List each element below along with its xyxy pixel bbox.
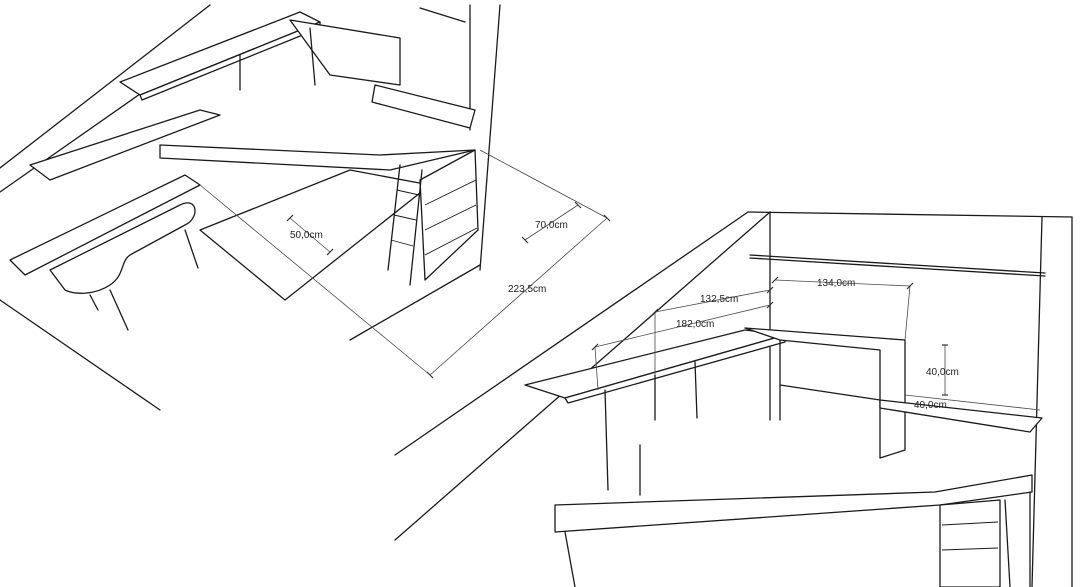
dim-line-50 — [289, 217, 331, 253]
left-floor-line-2 — [349, 264, 481, 341]
left-desk-leg-1 — [109, 289, 129, 331]
left-ladder-rail-1 — [387, 164, 401, 271]
left-mid-shelf — [29, 109, 221, 181]
right-cabinet-shelf — [779, 384, 881, 401]
dim-tick-134b — [906, 282, 914, 290]
dim-tick-134a — [771, 276, 779, 284]
left-drawer-unit — [419, 149, 479, 281]
dim-label-70: 70,0cm — [535, 220, 568, 231]
dim-line-134 — [774, 279, 911, 287]
dim-line-40d — [904, 394, 1041, 411]
right-ladder-rail — [1004, 499, 1011, 587]
right-view: 132,5cm 134,0cm 182,0cm 40,0cm 40,0cm — [394, 211, 1073, 587]
left-side-shelf — [371, 84, 476, 129]
left-ladder-rung-1 — [396, 189, 420, 196]
left-desk-leg-2 — [89, 294, 99, 311]
left-desk-leg-3 — [184, 229, 199, 269]
dim-tick-50b — [326, 248, 334, 256]
dim-label-182: 182,0cm — [676, 319, 714, 330]
dim-ext-134 — [904, 285, 911, 341]
dim-label-40h: 40,0cm — [926, 367, 959, 378]
left-cabinet-top — [289, 19, 401, 86]
dim-tick-223a — [426, 371, 434, 379]
left-drawer-line-2 — [424, 204, 477, 231]
right-side-shelf — [879, 399, 1043, 433]
dim-line-132 — [654, 289, 771, 313]
left-wall-corner — [479, 4, 501, 271]
right-post-1 — [604, 389, 609, 491]
right-rail-2 — [749, 257, 1046, 277]
right-cabinet — [744, 327, 906, 459]
left-platform-top — [159, 144, 476, 171]
right-rail — [749, 254, 1046, 274]
left-upper-shelf-edge — [139, 21, 321, 101]
dim-label-50: 50,0cm — [290, 230, 323, 241]
right-beam-leg — [564, 531, 576, 587]
dim-ext-182 — [594, 346, 599, 391]
dim-line-182 — [594, 304, 771, 348]
left-wall-rail — [419, 7, 466, 23]
dim-tick-70a — [521, 236, 529, 244]
dim-tick-132b — [766, 286, 774, 294]
right-roof-edge — [394, 211, 749, 456]
left-roof-edge — [0, 4, 211, 169]
left-ladder-rung-2 — [393, 214, 417, 221]
left-view: 50,0cm 70,0cm 223,5cm — [0, 4, 611, 411]
right-drawer-unit — [939, 499, 1001, 587]
left-drawer-line-1 — [424, 179, 477, 206]
right-wall-right — [1031, 216, 1043, 587]
right-drawer-line-1 — [941, 521, 999, 526]
dim-label-40d: 40,0cm — [914, 400, 947, 411]
left-ladder-rung-3 — [390, 239, 414, 247]
dim-ext-223 — [199, 184, 431, 376]
left-upper-shelf — [119, 11, 321, 96]
dim-line-223 — [429, 217, 608, 376]
right-platform-beam — [554, 474, 1033, 533]
dim-tick-50a — [286, 214, 294, 222]
dim-tick-132a — [651, 308, 659, 316]
dim-tick-70b — [574, 201, 582, 209]
left-divider-2 — [309, 27, 316, 86]
left-ladder-rail-2 — [409, 169, 423, 286]
dim-tick-182a — [591, 343, 599, 351]
right-drawer-line-2 — [941, 547, 999, 551]
dim-tick-223b — [603, 214, 611, 222]
left-floor-line — [0, 299, 161, 411]
dim-label-134: 134,0cm — [817, 278, 855, 289]
right-ceiling — [747, 211, 1073, 218]
dim-tick-182b — [766, 301, 774, 309]
left-desk-top — [49, 202, 196, 294]
dim-label-132: 132,5cm — [700, 294, 738, 305]
right-divider-2 — [694, 361, 698, 419]
dim-ext-223b — [479, 149, 608, 219]
left-drawer-line-3 — [424, 227, 478, 256]
right-long-shelf-edge — [564, 334, 786, 404]
dim-label-223: 223,5cm — [508, 284, 546, 295]
dim-line-70 — [524, 204, 579, 241]
left-roof-edge-2 — [0, 79, 161, 193]
